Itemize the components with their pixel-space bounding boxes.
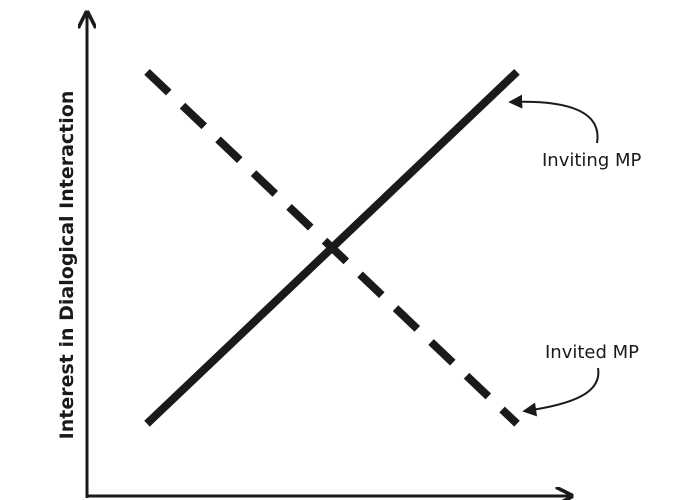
- inviting-mp-pointer: [508, 94, 599, 144]
- invited-mp-pointer: [522, 367, 600, 417]
- invited-mp-label: Invited MP: [545, 342, 639, 363]
- series-layer: [144, 68, 520, 427]
- inviting-mp-label: Inviting MP: [542, 150, 642, 171]
- y-axis-label: Interest in Dialogical Interaction: [56, 91, 78, 440]
- series-line-invited-mp: [144, 68, 520, 427]
